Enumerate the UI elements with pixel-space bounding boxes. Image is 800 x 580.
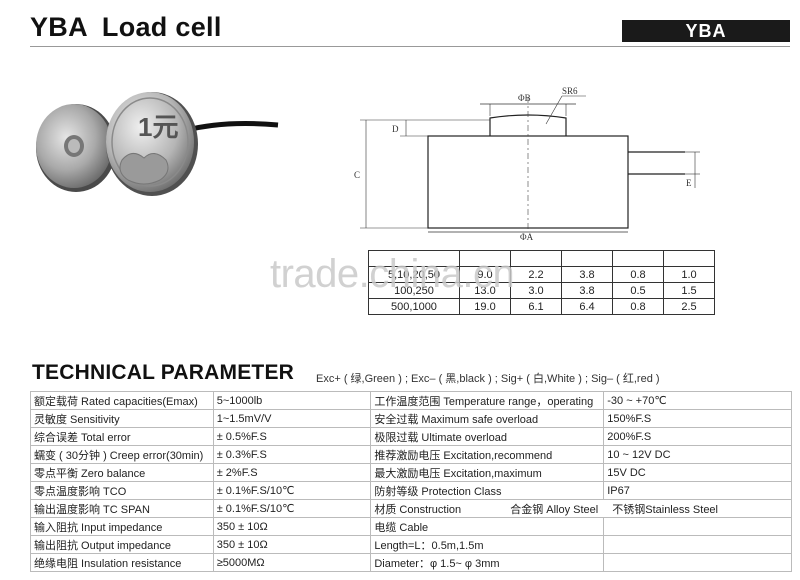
label-e: E [686,178,692,188]
model-badge: YBA [622,20,790,42]
load-cell-photo-icon: 1元 [36,92,279,196]
table-row: 零点平衡 Zero balance ± 2%F.S 最大激励电压 Excitat… [30,463,792,482]
technical-parameter-heading: TECHNICAL PARAMETER [32,361,295,384]
table-row: 输出温度影响 TC SPAN ± 0.1%F.S/10℃ 材质 Construc… [30,499,792,518]
table-row [368,250,715,267]
watermark: trade.china.cn [270,252,515,296]
table-row: 综合误差 Total error ± 0.5%F.S 极限过载 Ultimate… [30,427,792,446]
header-divider [30,46,790,47]
table-row: 输入阻抗 Input impedance 350 ± 10Ω 电缆 Cable [30,517,792,536]
table-row: 灵敏度 Sensitivity 1~1.5mV/V 安全过载 Maximum s… [30,409,792,428]
label-d: D [392,124,399,134]
table-row: 额定载荷 Rated capacities(Emax) 5~1000lb 工作温… [30,391,792,410]
title-text: Load cell [101,12,222,42]
dimension-drawing: ΦB SR6 D C E ΦA [354,86,700,242]
table-row: 蠕变 ( 30分钟 ) Creep error(30min) ± 0.3%F.S… [30,445,792,464]
label-phi-b: ΦB [518,93,531,103]
table-row: 500,1000 19.0 6.1 6.4 0.8 2.5 [368,298,715,315]
coin-text: 1元 [138,112,178,142]
table-row: 输出阻抗 Output impedance 350 ± 10Ω Length=L… [30,535,792,554]
label-sr: SR6 [562,86,578,96]
label-phi-a: ΦA [520,232,534,242]
label-c: C [354,170,360,180]
title-model: YBA [30,12,88,42]
dimension-table: 5,10,20,50 9.0 2.2 3.8 0.8 1.0 100,250 1… [368,250,715,315]
technical-parameter-table: 额定载荷 Rated capacities(Emax) 5~1000lb 工作温… [30,391,792,572]
wire-color-legend: Exc+ ( 绿,Green ) ; Exc– ( 黑,black ) ; Si… [316,373,660,385]
table-row: 零点温度影响 TCO ± 0.1%F.S/10℃ 防射等级 Protection… [30,481,792,500]
page-title: YBA Load cell [30,12,222,43]
table-row: 绝缘电阻 Insulation resistance ≥5000MΩ Diame… [30,553,792,572]
construction-cell: 材质 Construction 合金钢 Alloy Steel 不锈钢Stain… [370,499,792,518]
